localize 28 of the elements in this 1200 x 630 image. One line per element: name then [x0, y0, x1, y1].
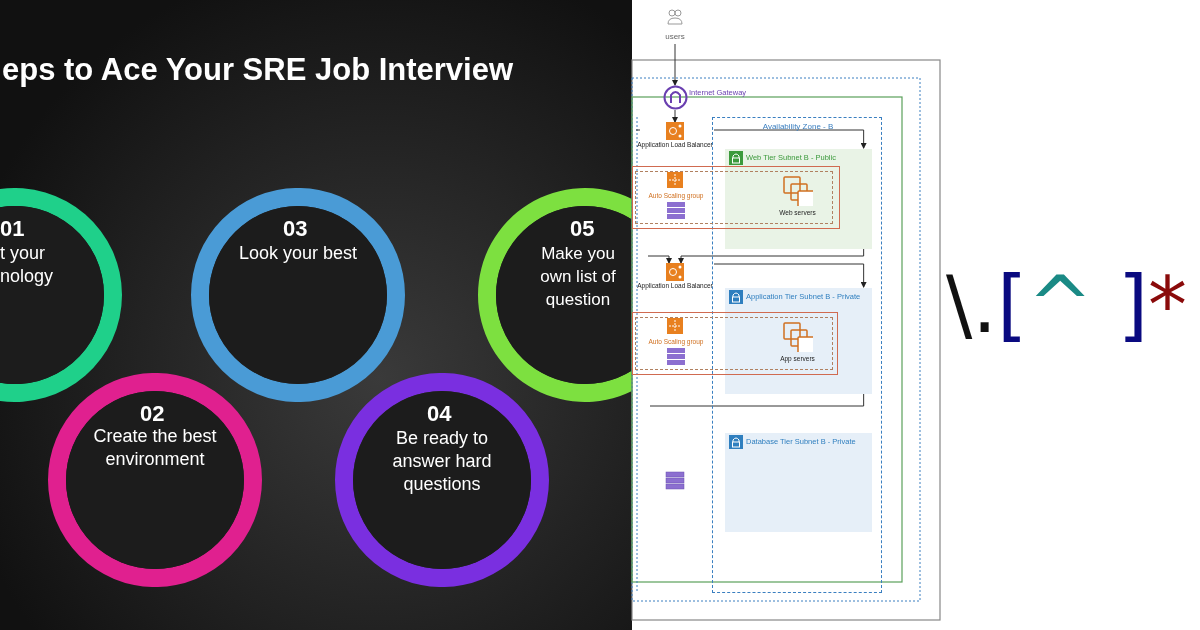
connector-arrow [672, 43, 678, 86]
step-number: 01 [0, 216, 25, 242]
step-text: Make you own list of question [539, 243, 617, 311]
zone-label: Availability Zone - B [761, 122, 835, 131]
regex-text: \.[^ ]* [946, 259, 1188, 352]
connector-arrow [678, 247, 865, 264]
subnet-panel [725, 433, 872, 532]
subnet-panel [725, 149, 872, 249]
connector-arrow [647, 255, 672, 264]
connector-arrow [672, 109, 678, 123]
load-balancer-node [636, 263, 714, 291]
zone-container [712, 117, 882, 593]
step-number: 03 [283, 216, 308, 242]
step-text: t your nology [0, 242, 55, 288]
connector-line [635, 129, 641, 131]
step-text: Look your best [238, 242, 358, 265]
subnet-panel [725, 288, 872, 394]
title-text: eps to Ace Your SRE Job Interview [2, 52, 514, 88]
users-label: users [664, 32, 686, 41]
connector-line [649, 392, 865, 407]
step-text: Create the best environment [92, 425, 218, 471]
step-text: Be ready to answer hard questions [391, 427, 493, 496]
connector-arrow [713, 129, 867, 149]
step-number: 05 [570, 216, 595, 242]
load-balancer-node [636, 122, 714, 150]
step-number: 02 [140, 401, 165, 427]
step-number: 04 [427, 401, 452, 427]
connector-arrow [713, 263, 867, 288]
